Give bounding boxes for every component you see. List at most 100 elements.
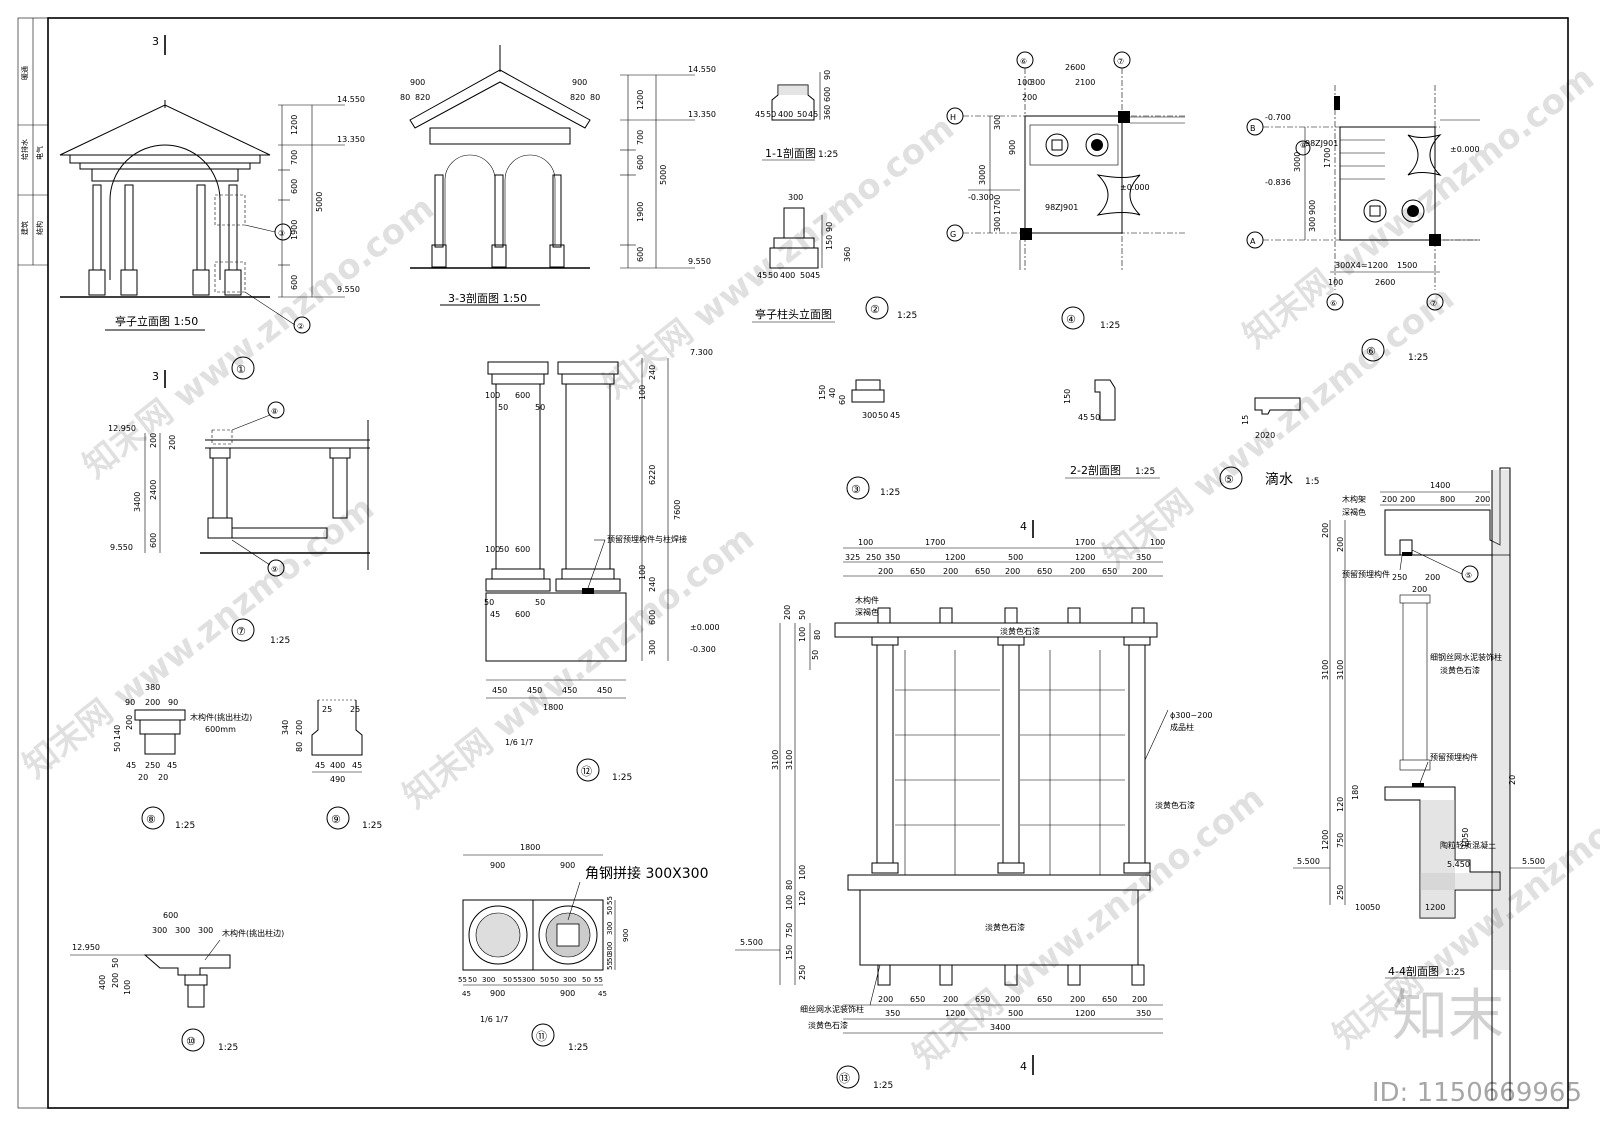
dim: 300 — [563, 976, 576, 984]
dim: 50 — [113, 742, 122, 752]
dim: 80 — [295, 742, 304, 752]
dim: 50 — [484, 598, 494, 607]
dim: 600 — [290, 275, 299, 290]
drawing-6-number: ⑥ — [1366, 345, 1376, 358]
dim: 300 — [152, 926, 167, 935]
note: 陶粒轻质混凝土 — [1440, 840, 1496, 850]
dim: 25 — [322, 705, 332, 714]
callout-9: ⑨ — [271, 565, 278, 574]
drawing-2-2-section: 150 45 50 2-2剖面图 1:25 — [1063, 379, 1160, 479]
drawing-4-number: ④ — [1066, 313, 1076, 326]
scale: 1:25 — [1408, 353, 1428, 363]
dim: 200 — [1425, 573, 1440, 582]
dim: 650 — [1037, 567, 1052, 576]
level: 12.950 — [72, 943, 100, 952]
drawing-1-title: 亭子立面图 1:50 — [115, 314, 198, 328]
level: 13.350 — [337, 135, 365, 144]
dim: 140 — [113, 725, 122, 740]
dim: 450 — [562, 686, 577, 695]
level: -0.700 — [1265, 113, 1291, 122]
level: -0.836 — [1265, 178, 1291, 187]
dim: 200 — [1382, 495, 1397, 504]
dim: 100 — [785, 895, 794, 910]
dim: 380 — [145, 683, 160, 692]
bottom-dims: 55 50 300 50 55 300 50 50 300 50 55 45 9… — [458, 976, 607, 998]
dim: 250 — [1336, 885, 1345, 900]
dim: 900 — [560, 861, 575, 870]
dim: 500 — [1008, 553, 1023, 562]
dim: 650 — [975, 567, 990, 576]
dim: 45 — [890, 411, 900, 420]
dim: 50 — [535, 598, 545, 607]
dim: 2600 — [1375, 278, 1395, 287]
dim: 1700 — [993, 195, 1002, 215]
dim: 700 — [636, 130, 645, 145]
drawing-7-elevation: ⑧ ⑨ 12.950 9.550 200 200 3400 2400 600 ⑦… — [108, 401, 370, 646]
dim: 200 — [149, 433, 158, 448]
dim: 200 — [168, 435, 177, 450]
level: -0.300 — [968, 193, 994, 202]
dim: 60 — [838, 395, 847, 405]
level: 14.550 — [337, 95, 365, 104]
dim: 200 — [878, 567, 893, 576]
scale: 1:5 — [1305, 477, 1319, 487]
dim: 1800 — [520, 843, 540, 852]
tb-hvac: 暖通 — [20, 66, 29, 80]
dim: 900 — [572, 78, 587, 87]
dim: 80 — [813, 630, 822, 640]
drawing-9-number: ⑨ — [331, 813, 341, 826]
dim: 50 — [111, 958, 120, 968]
dim: 300X4=1200 — [1335, 261, 1388, 270]
dim: 900 — [490, 861, 505, 870]
dim: 200 — [1336, 537, 1345, 552]
note: 细丝网水泥装饰柱 — [800, 1004, 864, 1014]
dim: 55 — [513, 976, 522, 984]
dim: 200 — [295, 720, 304, 735]
note: 深褐色 — [855, 607, 879, 617]
scale: 1:25 — [818, 150, 838, 160]
dim: 100 — [1328, 278, 1343, 287]
drawing-number-circle — [576, 758, 600, 782]
dim: 250 — [145, 761, 160, 770]
dim: 45 — [167, 761, 177, 770]
dim: 50 — [800, 271, 810, 280]
dim: 700 — [290, 150, 299, 165]
refs: 1/6 1/7 — [505, 738, 533, 747]
dim: 900 — [410, 78, 425, 87]
dim: 55 — [594, 976, 603, 984]
dim: 120 — [1336, 797, 1345, 812]
dim: 300 — [1308, 217, 1317, 232]
tile-grid — [895, 650, 1125, 875]
column-block — [1118, 111, 1130, 123]
dim: 2100 — [1075, 78, 1095, 87]
drawing-3-detail: 150 40 60 300 50 45 ③ 1:25 — [818, 379, 900, 500]
axis: H — [950, 113, 956, 122]
dim: 200 — [1400, 495, 1415, 504]
dim: 45 — [808, 110, 818, 119]
dim: 600 — [149, 533, 158, 548]
dim: 50 — [811, 650, 820, 660]
dim: 350 — [1136, 1009, 1151, 1018]
dim: 1050 — [1461, 828, 1470, 848]
drawing-5-drip: 15 20 20 ⑤ 滴水 1:5 — [1219, 397, 1319, 490]
dim: 100 — [798, 865, 807, 880]
dim: 500 — [1008, 1009, 1023, 1018]
dim: 90 — [825, 222, 834, 232]
dim: 1900 — [636, 202, 645, 222]
dim: 600 — [636, 155, 645, 170]
dim: 300 — [788, 193, 803, 202]
dim: 80 — [590, 93, 600, 102]
dim: 50 — [766, 110, 776, 119]
note: ϕ300~200 — [1170, 711, 1213, 720]
note: 98ZJ901 — [1045, 203, 1078, 212]
level: 9.550 — [110, 543, 133, 552]
drawing-11-number: ⑪ — [536, 1030, 547, 1043]
note: 600mm — [205, 725, 236, 734]
drawing-2-number: ② — [870, 303, 880, 316]
drawing-9-detail: 25 25 340 200 80 45 400 45 490 ⑨ 1:25 — [281, 699, 382, 831]
dim: 820 — [570, 93, 585, 102]
dim: 50 — [582, 976, 591, 984]
dim: 650 — [1102, 567, 1117, 576]
callout-8: ⑧ — [271, 407, 278, 416]
drawing-number-circle — [1219, 466, 1243, 490]
